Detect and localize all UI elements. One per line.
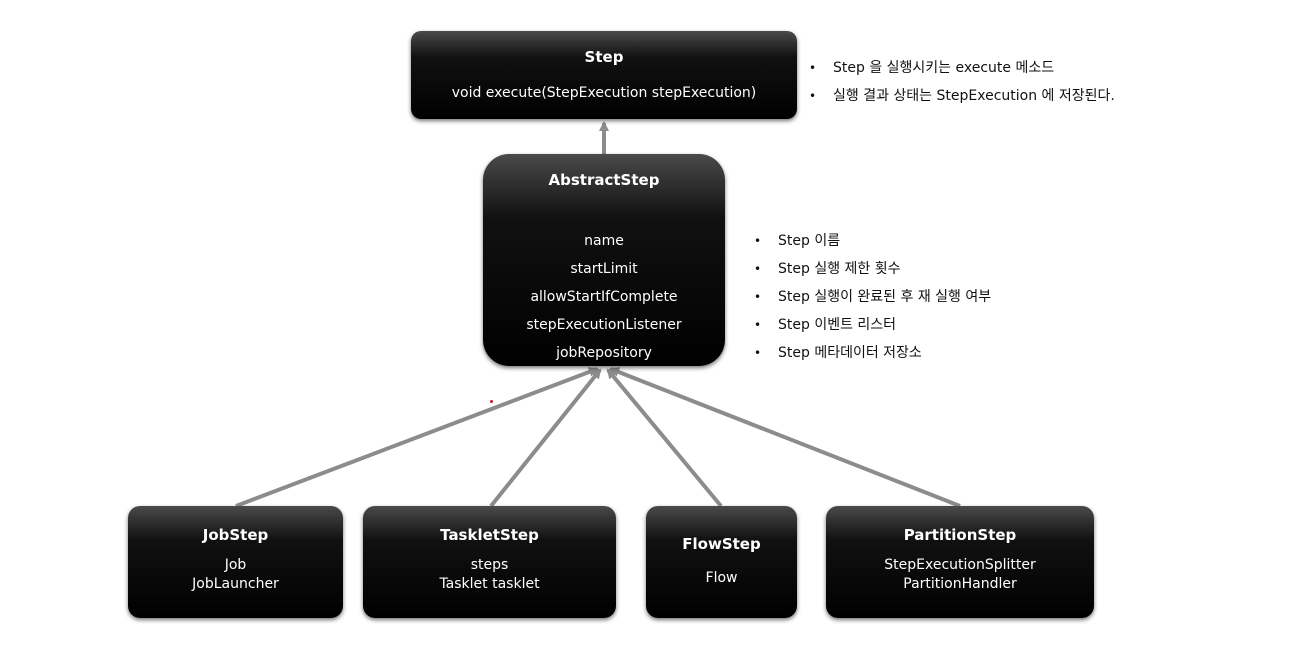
abstractstep-field: stepExecutionListener xyxy=(526,317,682,333)
abstractstep-class-title: AbstractStep xyxy=(548,171,660,189)
abstractstep-field: jobRepository xyxy=(556,345,652,361)
abstractstep-note: Step 실행 제한 횟수 xyxy=(752,255,991,283)
abstractstep-notes: Step 이름 Step 실행 제한 횟수 Step 실행이 완료된 후 재 실… xyxy=(752,227,991,367)
partitionstep-field: PartitionHandler xyxy=(903,576,1017,592)
abstractstep-field: allowStartIfComplete xyxy=(530,289,678,305)
partitionstep-class-box: PartitionStep StepExecutionSplitter Part… xyxy=(826,506,1094,618)
abstractstep-note: Step 이벤트 리스터 xyxy=(752,311,991,339)
taskletstep-class-box: TaskletStep steps Tasklet tasklet xyxy=(363,506,616,618)
taskletstep-field: steps xyxy=(470,557,509,573)
stray-dot xyxy=(490,400,493,403)
abstractstep-field: name xyxy=(584,233,624,249)
abstractstep-note: Step 이름 xyxy=(752,227,991,255)
arrow-taskletstep-to-abstractstep xyxy=(489,368,602,508)
arrow-jobstep-to-abstractstep xyxy=(235,367,599,508)
flowstep-field: Flow xyxy=(705,570,738,586)
arrow-flowstep-to-abstractstep xyxy=(606,368,723,508)
taskletstep-field: Tasklet tasklet xyxy=(439,576,540,592)
arrow-partitionstep-to-abstractstep xyxy=(609,367,961,508)
flowstep-class-title: FlowStep xyxy=(682,535,761,553)
abstractstep-field: startLimit xyxy=(570,261,638,277)
step-class-box: Step void execute(StepExecution stepExec… xyxy=(411,31,797,119)
jobstep-field: Job xyxy=(224,557,247,573)
jobstep-field: JobLauncher xyxy=(192,576,279,592)
abstractstep-note: Step 메타데이터 저장소 xyxy=(752,339,991,367)
abstractstep-note: Step 실행이 완료된 후 재 실행 여부 xyxy=(752,283,991,311)
step-class-field: void execute(StepExecution stepExecution… xyxy=(451,85,757,101)
flowstep-class-box: FlowStep Flow xyxy=(646,506,797,618)
step-note: 실행 결과 상태는 StepExecution 에 저장된다. xyxy=(807,82,1115,110)
partitionstep-class-title: PartitionStep xyxy=(903,526,1017,544)
step-note: Step 을 실행시키는 execute 메소드 xyxy=(807,54,1115,82)
step-notes: Step 을 실행시키는 execute 메소드 실행 결과 상태는 StepE… xyxy=(807,54,1115,110)
taskletstep-class-title: TaskletStep xyxy=(440,526,539,544)
step-class-title: Step xyxy=(584,48,624,66)
jobstep-class-box: JobStep Job JobLauncher xyxy=(128,506,343,618)
jobstep-class-title: JobStep xyxy=(202,526,269,544)
abstractstep-class-box: AbstractStep name startLimit allowStartI… xyxy=(483,154,725,366)
partitionstep-field: StepExecutionSplitter xyxy=(884,557,1036,573)
